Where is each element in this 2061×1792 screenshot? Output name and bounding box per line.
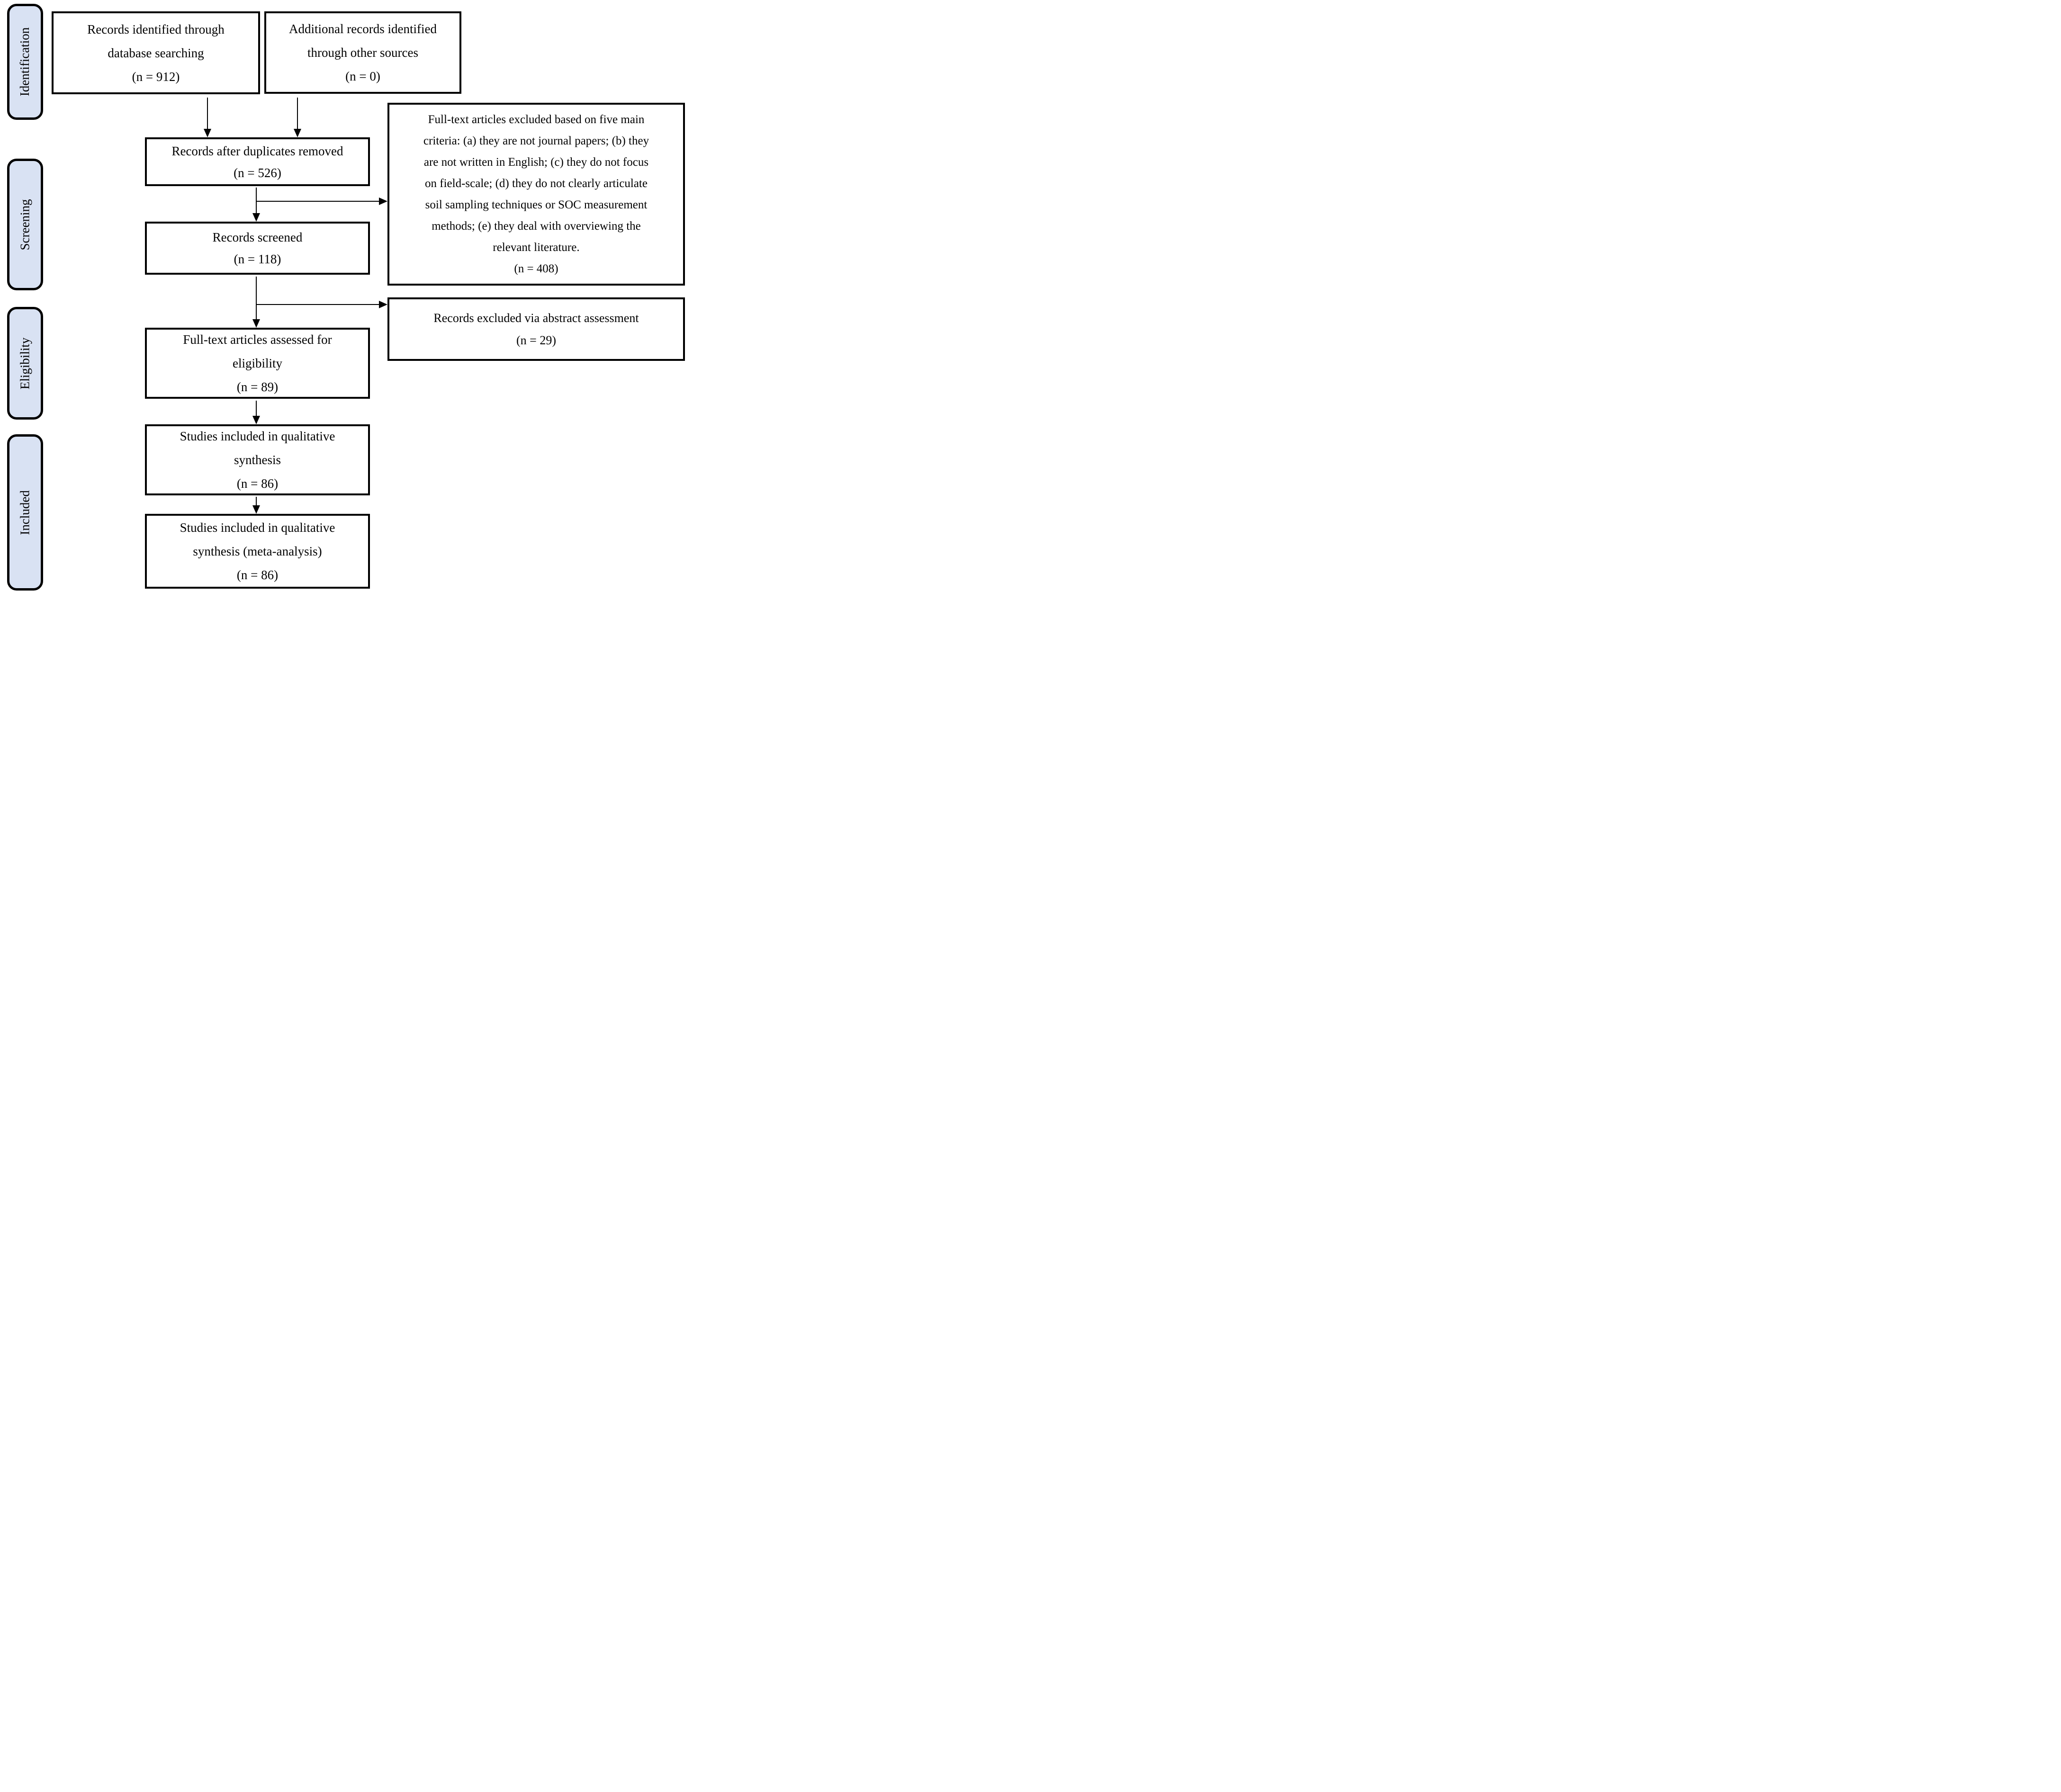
stage-identification: Identification <box>7 4 43 120</box>
arrowhead-down-icon <box>252 505 260 514</box>
box-qualitative-synthesis: Studies included in qualitative synthesi… <box>145 424 370 495</box>
box-line: relevant literature. <box>493 241 580 254</box>
arrowhead-down-icon <box>294 129 301 137</box>
stage-eligibility-label: Eligibility <box>18 337 32 389</box>
arrow-assessed-to-qualitative-line <box>256 401 257 416</box>
box-line: (n = 912) <box>132 69 180 84</box>
prisma-flow-diagram: Identification Screening Eligibility Inc… <box>0 0 687 597</box>
box-line: eligibility <box>233 356 282 370</box>
box-fulltext-assessed: Full-text articles assessed for eligibil… <box>145 328 370 399</box>
box-duplicates-removed: Records after duplicates removed (n = 52… <box>145 137 370 186</box>
box-line: Records screened <box>212 230 303 244</box>
stage-screening-label: Screening <box>18 199 32 250</box>
box-line: synthesis (meta-analysis) <box>193 544 322 558</box>
box-line: are not written in English; (c) they do … <box>423 156 649 169</box>
stage-included-label: Included <box>18 490 32 535</box>
arrow-branch-to-abstract-excluded-line <box>256 304 379 305</box>
arrow-branch-to-fulltext-excluded-line <box>256 201 379 202</box>
box-line: Records excluded via abstract assessment <box>433 311 639 325</box>
box-line: Additional records identified <box>289 22 437 36</box>
arrow-additional-to-duplicates-line <box>297 98 298 129</box>
box-line: soil sampling techniques or SOC measurem… <box>425 198 648 211</box>
box-line: methods; (e) they deal with overviewing … <box>432 220 641 233</box>
box-fulltext-excluded: Full-text articles excluded based on fiv… <box>387 103 685 286</box>
stage-included: Included <box>7 434 43 591</box>
box-line: (n = 526) <box>234 165 281 180</box>
box-line: (n = 29) <box>516 333 556 347</box>
stage-identification-label: Identification <box>18 27 32 97</box>
box-line: on field-scale; (d) they do not clearly … <box>425 177 648 190</box>
box-line: Studies included in qualitative <box>180 520 335 535</box>
box-line: (n = 408) <box>514 262 558 275</box>
arrow-screened-to-assessed-line <box>256 277 257 319</box>
box-line: Records identified through <box>87 22 225 36</box>
arrow-identified-to-duplicates-line <box>207 98 208 129</box>
box-records-identified: Records identified through database sear… <box>52 11 260 94</box>
box-line: criteria: (a) they are not journal paper… <box>423 134 649 147</box>
stage-screening: Screening <box>7 159 43 290</box>
box-line: database searching <box>108 45 204 60</box>
box-line: Records after duplicates removed <box>171 143 343 158</box>
arrowhead-down-icon <box>252 319 260 328</box>
box-line: through other sources <box>307 45 418 60</box>
arrow-duplicates-to-screened-line <box>256 188 257 213</box>
box-records-screened: Records screened (n = 118) <box>145 222 370 275</box>
box-line: Full-text articles excluded based on fiv… <box>428 113 645 126</box>
box-line: (n = 89) <box>236 380 279 394</box>
box-line: Full-text articles assessed for <box>183 332 332 347</box>
box-line: (n = 118) <box>234 252 281 266</box>
arrowhead-down-icon <box>204 129 211 137</box>
box-line: synthesis <box>234 453 281 467</box>
box-additional-records: Additional records identified through ot… <box>264 11 461 94</box>
box-line: (n = 86) <box>236 568 279 582</box>
arrow-qualitative-to-meta-line <box>256 497 257 505</box>
box-abstract-excluded: Records excluded via abstract assessment… <box>387 297 685 361</box>
box-meta-analysis: Studies included in qualitative synthesi… <box>145 514 370 589</box>
arrowhead-down-icon <box>252 213 260 222</box>
arrowhead-right-icon <box>379 197 387 205</box>
stage-eligibility: Eligibility <box>7 307 43 420</box>
box-line: (n = 0) <box>345 69 380 83</box>
arrowhead-down-icon <box>252 416 260 424</box>
arrowhead-right-icon <box>379 301 387 308</box>
box-line: Studies included in qualitative <box>180 429 335 443</box>
box-line: (n = 86) <box>236 476 279 491</box>
